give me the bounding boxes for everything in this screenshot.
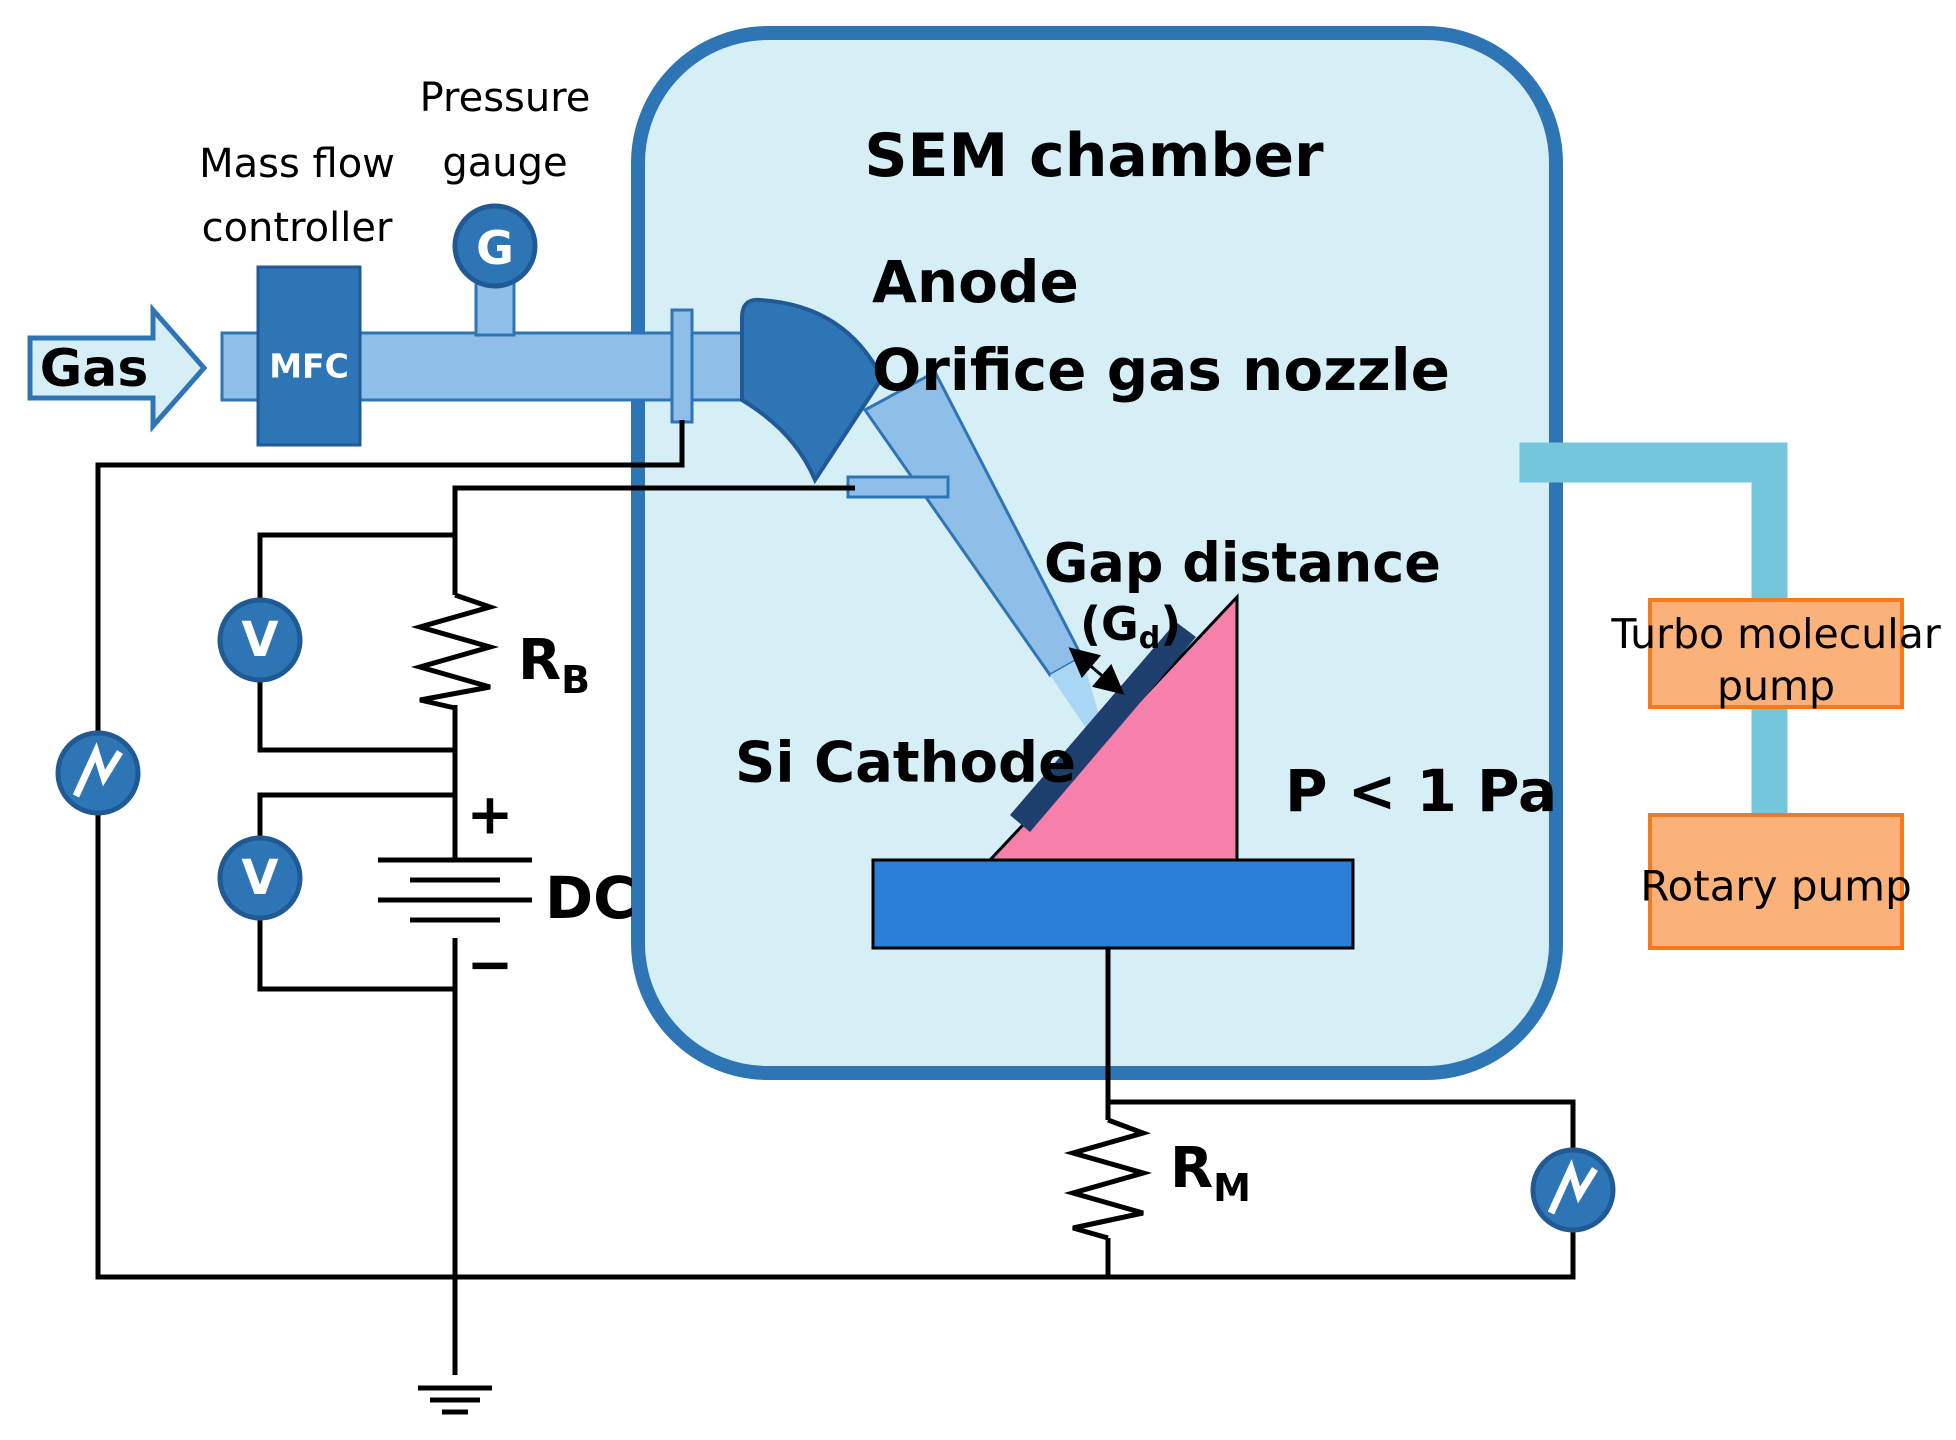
pressure-label-line1: Pressure (420, 75, 591, 121)
pressure-gauge-symbol: G (476, 221, 514, 275)
chamber-wall-flange (670, 308, 694, 424)
anode-elbow (740, 297, 885, 485)
voltmeter-rb-symbol: V (241, 612, 278, 668)
gas-label: Gas (40, 339, 149, 399)
ammeter-left (55, 730, 141, 816)
si-cathode (1010, 622, 1196, 832)
rb-main: R (518, 628, 561, 693)
voltmeter-dc (217, 835, 303, 921)
voltmeter-rb (217, 597, 303, 683)
rb-sub: B (561, 658, 590, 702)
voltmeter-dc-symbol: V (241, 850, 278, 906)
gap-arrow (1068, 647, 1125, 695)
sem-chamber (631, 26, 1563, 1080)
mfc-box-label: MFC (269, 347, 349, 386)
dc-plus: + (467, 783, 514, 848)
voltmeter-icon: V (217, 835, 303, 921)
nozzle-tube-flange (846, 475, 950, 499)
rb-label: RB (518, 628, 590, 703)
pressure-label-line2: gauge (442, 140, 567, 186)
ammeter-left-glyph (72, 742, 123, 798)
resistor-icon (1063, 1117, 1153, 1241)
gap-symbol-label: (Gd) (1080, 597, 1181, 656)
anode-label: Anode (872, 248, 1079, 316)
turbo-label-line1: Turbo molecular (1610, 610, 1940, 658)
gap-symbol-sub: d (1139, 621, 1160, 656)
sample-stage (871, 858, 1355, 950)
mass-flow-controller (256, 265, 362, 447)
ammeter-icon (1530, 1147, 1616, 1233)
voltmeter-icon: V (217, 597, 303, 683)
wire-outer-left (95, 420, 1576, 1280)
resistor-rm-gap (1099, 1120, 1117, 1238)
turbo-molecular-pump (1648, 598, 1904, 709)
ammeter-right (1530, 1147, 1616, 1233)
turbo-label-line2: pump (1717, 662, 1835, 710)
gap-symbol-close: ) (1160, 597, 1181, 651)
cathode-label: Si Cathode (735, 731, 1076, 796)
ammeter-icon (55, 730, 141, 816)
dc-label: DC (545, 864, 636, 932)
battery-icon (378, 857, 532, 923)
gap-symbol-open: (G (1080, 597, 1139, 651)
chamber-title: SEM chamber (864, 121, 1324, 191)
mfc-label-line1: Mass flow (199, 141, 395, 187)
resistor-icon (410, 592, 500, 711)
dc-minus: − (467, 933, 514, 998)
pressure-gauge-icon (452, 203, 538, 289)
rm-main: R (1170, 1136, 1213, 1201)
resistor-rb-gap (446, 595, 464, 705)
pressure-condition-label: P < 1 Pa (1285, 757, 1557, 825)
rotary-pump (1648, 813, 1904, 950)
wire-anode (452, 485, 855, 1375)
nozzle-label: Orifice gas nozzle (872, 336, 1450, 404)
rm-label: RM (1170, 1136, 1251, 1211)
gap-distance-label: Gap distance (1044, 532, 1441, 595)
ammeter-right-glyph (1547, 1159, 1598, 1215)
rotary-label: Rotary pump (1640, 862, 1912, 911)
mfc-label-line2: controller (202, 205, 393, 251)
gas-arrow-icon (27, 303, 208, 433)
rm-sub: M (1213, 1166, 1251, 1210)
